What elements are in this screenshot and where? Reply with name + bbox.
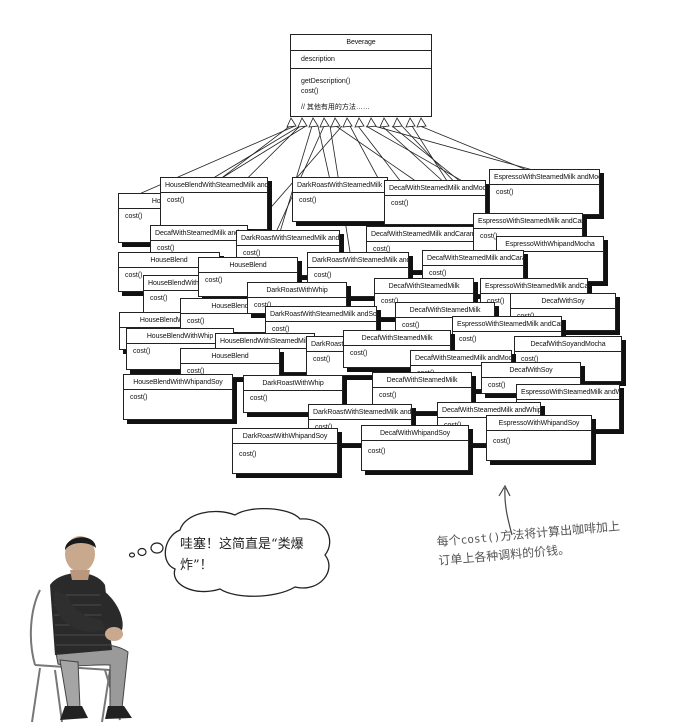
cost-method: cost() xyxy=(254,302,272,309)
cost-method: cost() xyxy=(187,318,205,325)
class-name: DarkRoastWithWhipandSoy xyxy=(233,429,337,444)
cost-method: cost() xyxy=(243,250,261,257)
class-box: EspressoWithWhipandSoy cost() xyxy=(486,415,592,461)
class-name: DarkRoastWithSteamedMilk andMocha xyxy=(293,178,387,193)
class-name: DarkRoastWithWhip xyxy=(248,283,346,298)
class-name: DecafWithSteamedMilk andCaramel xyxy=(423,251,523,266)
class-name: HouseBlend xyxy=(181,349,279,364)
class-name: EspressoWithSteamedMilk andWhip xyxy=(517,385,619,400)
class-name: HouseBlendWithWhipandSoy xyxy=(124,375,232,390)
class-box: DecafWithSoy cost() xyxy=(510,293,616,331)
class-name: DecafWithSteamedMilk andMocha xyxy=(385,181,485,196)
class-name: HouseBlend xyxy=(119,253,219,268)
beverage-class-name: Beverage xyxy=(291,35,431,51)
cost-method: cost() xyxy=(157,245,175,252)
beverage-method-cost: cost() xyxy=(301,88,319,95)
class-name: HouseBlendWithSteamedMilk andMocha xyxy=(161,178,267,193)
cost-method: cost() xyxy=(167,197,185,204)
cost-method: cost() xyxy=(350,350,368,357)
beverage-method-getdescription: getDescription() xyxy=(301,78,351,85)
class-box: DecafWithWhipandSoy cost() xyxy=(361,425,469,471)
cost-method: cost() xyxy=(459,336,477,343)
thought-bubble-text: 哇塞！这简直是“类爆炸”！ xyxy=(180,537,304,573)
class-box: HouseBlendWithWhipandSoy cost() xyxy=(123,374,233,420)
cost-method: cost() xyxy=(309,420,411,434)
cost-method: cost() xyxy=(299,197,317,204)
class-name: DecafWithSteamedMilk xyxy=(375,279,473,294)
cost-method: cost() xyxy=(313,356,331,363)
beverage-field: description xyxy=(291,51,431,69)
cost-method: cost() xyxy=(493,438,511,445)
cost-method: cost() xyxy=(373,246,391,253)
class-name: DecafWithSteamedMilk andMocha xyxy=(151,226,247,241)
cost-method: cost() xyxy=(480,233,498,240)
class-name: DecafWithSteamedMilk xyxy=(396,303,494,318)
note-pre: 每个 xyxy=(436,532,462,549)
class-name: HouseBlendWithSteamedMilk andMocha xyxy=(216,334,314,349)
class-box: HouseBlendWithSteamedMilk andMocha cost(… xyxy=(160,177,268,230)
cost-method: cost() xyxy=(379,392,397,399)
cost-method: cost() xyxy=(133,348,151,355)
class-name: HouseBlend xyxy=(199,258,297,273)
beverage-class: Beverage description getDescription() co… xyxy=(290,34,432,117)
class-name: DecafWithWhipandSoy xyxy=(362,426,468,441)
class-box: EspressoWithSteamedMilk andMocha cost() xyxy=(489,169,600,215)
class-name: DecafWithSoy xyxy=(511,294,615,309)
class-box: DarkRoastWithWhipandSoy cost() xyxy=(232,428,338,474)
cost-method: cost() xyxy=(130,394,148,401)
class-name: DarkRoastWithSteamedMilk andCaramel xyxy=(237,231,339,246)
annotation-arrow xyxy=(498,484,513,536)
cost-method: cost() xyxy=(521,356,539,363)
beverage-comment: // 其他有用的方法…… xyxy=(301,104,370,111)
cost-method: cost() xyxy=(488,382,506,389)
class-box: DecafWithSteamedMilk andMocha cost() xyxy=(384,180,486,225)
class-name: DarkRoastWithSteamedMilk andCaramel xyxy=(308,253,408,268)
cost-method: cost() xyxy=(205,277,223,284)
cost-method: cost() xyxy=(187,368,205,375)
thought-bubble xyxy=(128,507,331,597)
class-name: EspressoWithWhipandSoy xyxy=(487,416,591,431)
cost-method: cost() xyxy=(381,298,399,305)
class-box: HouseBlend cost() xyxy=(180,348,280,378)
class-name: DarkRoastWithWhip xyxy=(244,376,342,391)
class-name: EspressoWithSteamedMilk andCaramel xyxy=(474,214,582,229)
cost-method: cost() xyxy=(487,298,505,305)
class-name: DecafWithSteamedMilk xyxy=(373,373,471,388)
class-name: EspressoWithSteamedMilk andCaramel xyxy=(481,279,587,294)
class-name: HouseBlendWithWhip xyxy=(127,329,233,344)
cost-method: cost() xyxy=(391,200,409,207)
cost-method: cost() xyxy=(250,395,268,402)
class-name: EspressoWithWhipandMocha xyxy=(497,237,603,252)
note-code: cost() xyxy=(460,530,501,547)
class-name: DecafWithSteamedMilk andCaramel xyxy=(367,227,473,242)
class-name: DecafWithSteamedMilk xyxy=(344,331,450,346)
cost-method: cost() xyxy=(314,272,332,279)
cost-method: cost() xyxy=(402,322,420,329)
class-name: DecafWithSoy xyxy=(482,363,580,378)
class-box: DarkRoastWithSteamedMilk andMocha cost() xyxy=(292,177,388,222)
cost-method: cost() xyxy=(125,272,143,279)
cost-method: cost() xyxy=(150,295,168,302)
cost-method: cost() xyxy=(125,213,143,220)
cost-method: cost() xyxy=(429,270,447,277)
class-name: DarkRoastWithSteamedMilk andWhip xyxy=(309,405,411,420)
cost-method: cost() xyxy=(496,189,514,196)
cost-method: cost() xyxy=(239,451,257,458)
class-name: HouseBlend xyxy=(181,299,279,314)
class-name: DecafWithSteamedMilk andMocha xyxy=(411,351,511,366)
cost-method: cost() xyxy=(272,326,290,333)
class-name: HouseBlendWithSteamedMilk andMocha xyxy=(144,276,244,291)
class-name: HouseBlendWith... xyxy=(120,313,216,328)
cost-method: cost() xyxy=(368,448,386,455)
class-name: DecafWithSoyandMocha xyxy=(515,337,621,352)
class-name: DarkRoastWithSteamedMilk andSoy xyxy=(266,307,376,322)
man-on-chair-illustration xyxy=(29,536,132,723)
class-name: EspressoWithSteamedMilk andCaramel xyxy=(453,317,561,332)
class-name: EspressoWithSteamedMilk andMocha xyxy=(490,170,599,185)
